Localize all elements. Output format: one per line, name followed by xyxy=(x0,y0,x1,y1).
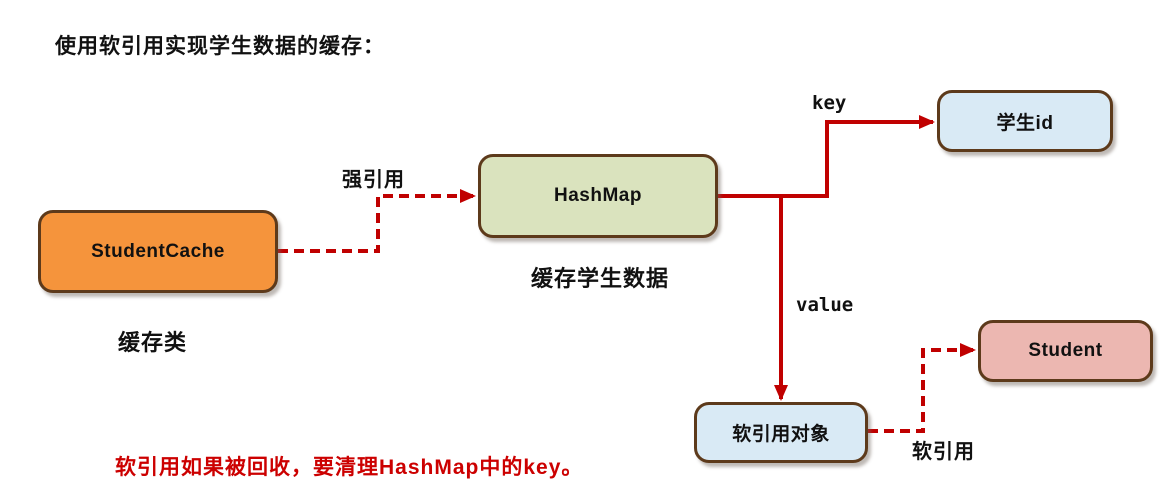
node-student-cache: StudentCache xyxy=(38,210,278,293)
node-student-id: 学生id xyxy=(937,90,1113,152)
edge-label-value: value xyxy=(796,294,854,316)
edge-label-soft-ref: 软引用 xyxy=(912,441,975,463)
node-hashmap: HashMap xyxy=(478,154,718,238)
diagram-title: 使用软引用实现学生数据的缓存： xyxy=(55,35,385,58)
node-student: Student xyxy=(978,320,1153,382)
node-soft-ref-object: 软引用对象 xyxy=(694,402,868,463)
arrow-key xyxy=(718,115,935,198)
arrow-strong-ref xyxy=(278,189,476,253)
caption-cache-class: 缓存类 xyxy=(118,330,188,355)
arrow-soft-ref xyxy=(868,343,976,433)
note-text: 软引用如果被回收，要清理HashMap中的key。 xyxy=(115,456,584,479)
edge-label-strong-ref: 强引用 xyxy=(342,169,405,191)
caption-cache-student-data: 缓存学生数据 xyxy=(531,266,670,291)
edge-label-key: key xyxy=(812,92,847,114)
